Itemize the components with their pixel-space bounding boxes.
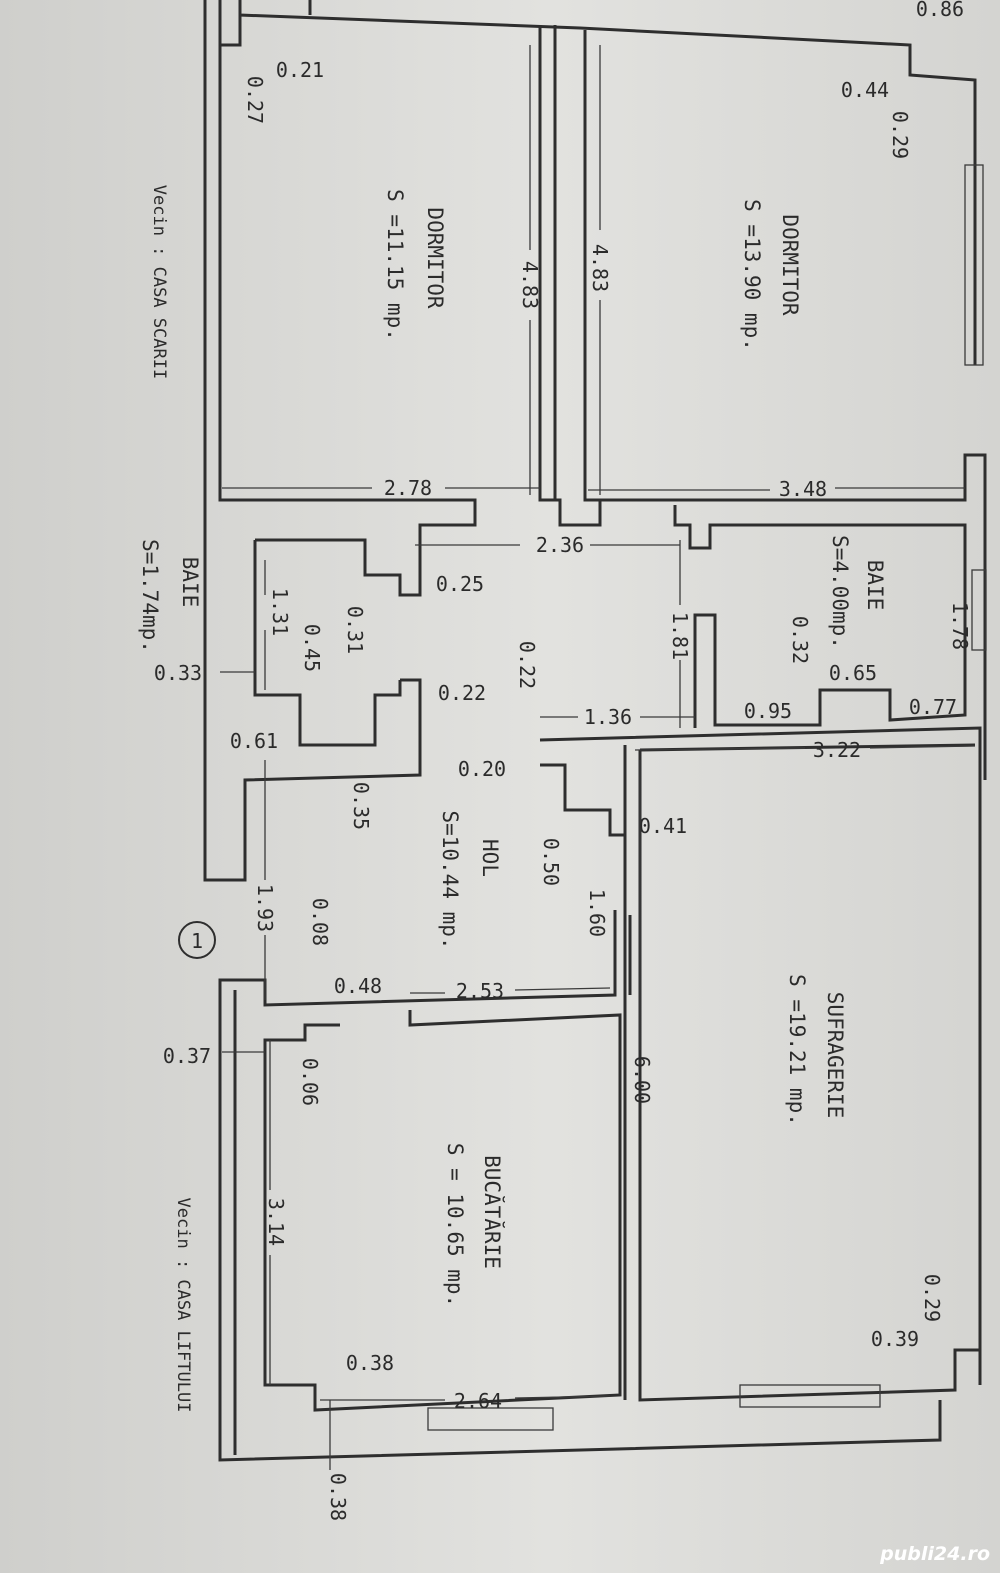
room-area-bucatarie: S = 10.65 mp. — [443, 1143, 467, 1307]
dim-label: 2.36 — [536, 533, 584, 557]
neighbor-labels: Vecin : CASA SCARII Vecin : CASA LIFTULU… — [149, 185, 193, 1413]
section-marker: 1 — [178, 921, 216, 959]
dimension-lines — [220, 45, 976, 1470]
dim-label: 2.53 — [456, 979, 504, 1003]
dim-label: 0.95 — [744, 699, 792, 723]
dim-label: 0.06 — [298, 1058, 322, 1106]
dim-label: 0.22 — [515, 641, 539, 689]
dim-label: 2.78 — [384, 476, 432, 500]
room-name-bucatarie: BUCĂTĂRIE — [480, 1155, 505, 1269]
dim-label: 0.21 — [276, 58, 324, 82]
room-labels: DORMITOR S =11.15 mp. DORMITOR S =13.90 … — [138, 189, 887, 1307]
dim-label: 0.29 — [888, 111, 912, 159]
dim-label: 0.50 — [539, 838, 563, 886]
dim-label: 1.81 — [668, 612, 692, 660]
watermark: publi24.ro — [879, 1543, 990, 1565]
dim-label: 0.27 — [243, 76, 267, 124]
dim-label: 0.20 — [458, 757, 506, 781]
dim-label: 0.32 — [788, 616, 812, 664]
dim-label: 0.61 — [230, 729, 278, 753]
dim-label: 0.35 — [349, 782, 373, 830]
room-area-baie-right: S=4.00mp. — [828, 535, 852, 649]
dim-label: 0.86 — [916, 0, 964, 21]
section-marker-label: 1 — [191, 929, 203, 953]
dim-label: 2.64 — [454, 1389, 502, 1413]
room-name-sufragerie: SUFRAGERIE — [823, 992, 847, 1118]
dim-label: 0.37 — [163, 1044, 211, 1068]
dim-label: 3.14 — [264, 1198, 288, 1246]
dimension-labels: 0.86 0.21 0.44 2.78 3.48 2.36 0.25 0.33 … — [154, 0, 964, 1413]
room-area-dormitor-left: S =11.15 mp. — [383, 189, 407, 341]
dim-label: 0.33 — [154, 661, 202, 685]
room-name-dormitor-left: DORMITOR — [423, 207, 447, 309]
dim-label: 0.08 — [308, 898, 332, 946]
neighbor-casa-liftului: Vecin : CASA LIFTULUI — [173, 1198, 193, 1413]
room-name-baie-small: BAIE — [178, 557, 202, 608]
dim-label: 0.29 — [920, 1274, 944, 1322]
dim-label: 0.22 — [438, 681, 486, 705]
dim-label: 1.36 — [584, 705, 632, 729]
dim-label: 1.93 — [253, 884, 277, 932]
dim-label: 0.31 — [343, 606, 367, 654]
dim-label: 4.83 — [518, 261, 542, 309]
room-area-hol: S=10.44 mp. — [438, 810, 462, 949]
dim-label: 0.39 — [871, 1327, 919, 1351]
dim-label: 0.38 — [326, 1473, 350, 1521]
room-area-sufragerie: S =19.21 mp. — [785, 974, 809, 1126]
dim-label: 3.48 — [779, 477, 827, 501]
dim-label: 3.22 — [813, 738, 861, 762]
neighbor-casa-scarii: Vecin : CASA SCARII — [149, 185, 169, 379]
dim-label: 0.65 — [829, 661, 877, 685]
dim-label: 0.38 — [346, 1351, 394, 1375]
room-area-dormitor-right: S =13.90 mp. — [740, 199, 764, 351]
rotated-dimension-labels: 0.27 0.29 4.83 4.83 1.31 0.31 0.45 0.35 … — [243, 76, 972, 1521]
dim-label: 0.45 — [300, 624, 324, 672]
room-name-dormitor-right: DORMITOR — [778, 214, 802, 316]
dim-label: 0.25 — [436, 572, 484, 596]
room-name-baie-right: BAIE — [863, 560, 887, 611]
dim-label: 0.48 — [334, 974, 382, 998]
dim-label: 0.77 — [909, 695, 957, 719]
dim-label: 1.78 — [948, 602, 972, 650]
dim-label: 1.60 — [585, 889, 609, 937]
dim-label: 0.44 — [841, 78, 889, 102]
dim-label: 6.00 — [630, 1056, 654, 1104]
windows — [427, 164, 987, 1431]
dim-label: 1.31 — [268, 588, 292, 636]
room-area-baie-small: S=1.74mp. — [138, 539, 162, 653]
walls — [203, 0, 987, 1462]
dim-label: 4.83 — [588, 244, 612, 292]
dim-label: 0.41 — [639, 814, 687, 838]
room-name-hol: HOL — [478, 839, 502, 877]
